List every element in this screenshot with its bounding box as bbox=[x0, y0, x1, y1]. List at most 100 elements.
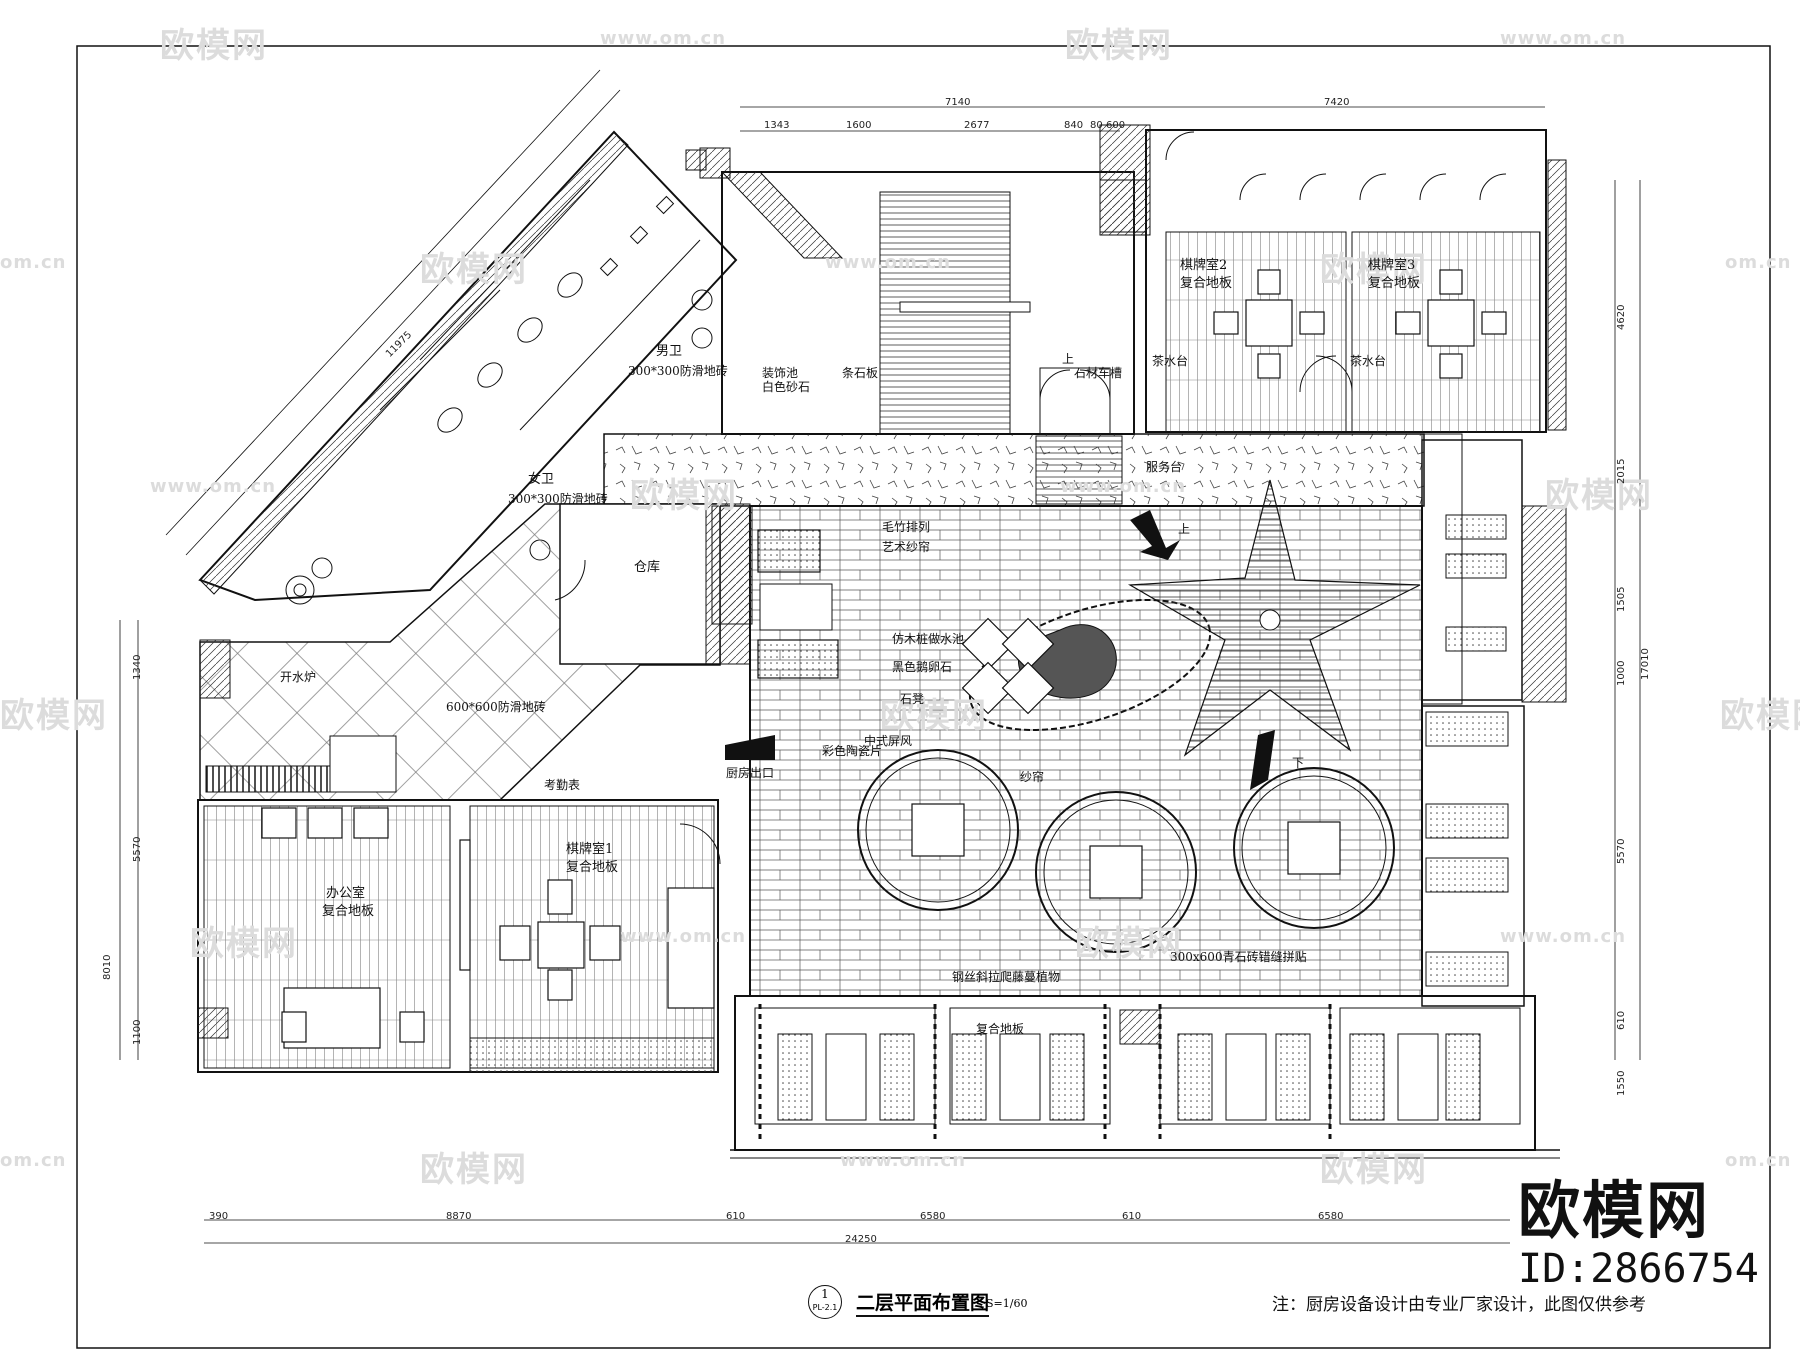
dim-top-segment: 80 bbox=[1090, 120, 1103, 131]
watermark-logo: 欧模网 bbox=[160, 26, 268, 66]
watermark-url: www.om.cn bbox=[1500, 28, 1627, 49]
watermark-url: www.om.cn bbox=[600, 28, 727, 49]
art-curtain-label: 艺术纱帘 bbox=[882, 540, 931, 554]
watermark-url: om.cn bbox=[1725, 252, 1792, 273]
bamboo-fence-label: 毛竹排列 bbox=[882, 520, 931, 534]
office-chess1 bbox=[197, 799, 721, 1073]
watermark-logo: 欧模网 bbox=[0, 696, 108, 736]
bottom-booths bbox=[730, 995, 1560, 1159]
dim-top-right-total: 7420 bbox=[1324, 97, 1350, 108]
brand-id: ID:2866754 bbox=[1518, 1246, 1759, 1292]
right-booths bbox=[1421, 439, 1567, 1007]
womens-wc-floor-label: 300*300防滑地砖 bbox=[508, 492, 608, 506]
dim-bottom-segment: 610 bbox=[1122, 1211, 1142, 1222]
tea-counter-label: 茶水台 bbox=[1152, 354, 1189, 368]
chess-room-1-label: 棋牌室1 bbox=[566, 842, 614, 857]
watermark-logo: 欧模网 bbox=[420, 1150, 528, 1190]
drawing-number-circle bbox=[808, 1285, 842, 1319]
dim-top-segment: 1600 bbox=[846, 120, 872, 131]
chess-room-2-label: 棋牌室2 bbox=[1180, 258, 1228, 273]
chess-room-3-floor-label: 复合地板 bbox=[1368, 276, 1421, 291]
dimension-lines bbox=[119, 69, 1641, 1244]
boiler-label: 开水炉 bbox=[280, 670, 317, 684]
dim-bottom-segment: 390 bbox=[209, 1211, 229, 1222]
watermark-url: www.om.cn bbox=[840, 1150, 967, 1171]
stone-rail-label: 石材车槽 bbox=[1074, 366, 1123, 380]
kitchen-exit-label: 厨房出口 bbox=[726, 766, 775, 780]
dim-left-segment: 1340 bbox=[132, 654, 143, 680]
dim-top-left-total: 7140 bbox=[945, 97, 971, 108]
storage-label: 仓库 bbox=[634, 560, 661, 575]
gravel-band bbox=[603, 433, 1463, 705]
watermark-logo: 欧模网 bbox=[1320, 1150, 1428, 1190]
watermark-url: www.om.cn bbox=[150, 476, 277, 497]
dim-right-segment: 4620 bbox=[1616, 304, 1627, 330]
dim-right-segment: 1505 bbox=[1616, 586, 1627, 612]
chess-room-3-label: 棋牌室3 bbox=[1368, 258, 1416, 273]
watermark-logo: 欧模网 bbox=[1075, 924, 1183, 964]
floor-pave-label: 300x600青石砖错缝拼贴 bbox=[1170, 950, 1307, 964]
watermark-url: om.cn bbox=[0, 1150, 67, 1171]
watermark-logo: 欧模网 bbox=[190, 924, 298, 964]
drawing-number: 1 bbox=[821, 1287, 829, 1301]
dim-right-segment: 1000 bbox=[1616, 660, 1627, 686]
womens-wc-label: 女卫 bbox=[528, 472, 555, 487]
black-stone-label: 黑色鹅卵石 bbox=[892, 660, 953, 674]
colored-tile-label: 彩色陶瓷片 bbox=[822, 744, 883, 758]
watermark-logo: 欧模网 bbox=[1320, 250, 1428, 290]
chinese-screen-label: 中式屏风 bbox=[864, 734, 913, 748]
up-label: 上 bbox=[1062, 352, 1075, 366]
entrance-hall bbox=[720, 124, 1151, 435]
dim-top-segment: 2677 bbox=[964, 120, 990, 131]
watermark-url: om.cn bbox=[1725, 1150, 1792, 1171]
watermark-url: www.om.cn bbox=[620, 926, 747, 947]
kitchen-floor-label: 600*600防滑地砖 bbox=[446, 700, 546, 714]
office-label: 办公室 bbox=[326, 886, 366, 901]
drawing-scale: S=1/60 bbox=[986, 1297, 1028, 1310]
attendance-board-label: 考勤表 bbox=[544, 778, 581, 792]
dim-right-segment: 2015 bbox=[1616, 458, 1627, 484]
drawing-code: PL-2.1 bbox=[812, 1303, 838, 1312]
dim-right-total: 17010 bbox=[1640, 648, 1651, 680]
dim-top-segment: 1343 bbox=[764, 120, 790, 131]
stone-slab-label: 条石板 bbox=[842, 366, 879, 380]
stone-seat-label: 石凳 bbox=[900, 692, 925, 706]
dim-top-segment: 840 bbox=[1064, 120, 1084, 131]
brand-logo: 欧模网 bbox=[1518, 1174, 1711, 1247]
watermark-url: www.om.cn bbox=[1060, 476, 1187, 497]
gauze-label: 纱帘 bbox=[1020, 770, 1045, 784]
dim-bottom-segment: 6580 bbox=[1318, 1211, 1344, 1222]
watermark-url: om.cn bbox=[0, 252, 67, 273]
dim-left-segment: 1100 bbox=[132, 1019, 143, 1045]
dim-right-segment: 610 bbox=[1616, 1010, 1627, 1030]
mens-wc-floor-label: 300*300防滑地砖 bbox=[628, 364, 728, 378]
decor-pool-label: 装饰池 bbox=[762, 366, 799, 380]
watermark-logo: 欧模网 bbox=[1065, 26, 1173, 66]
office-floor-label: 复合地板 bbox=[322, 904, 375, 919]
vine-support-label: 钢丝斜拉爬藤蔓植物 bbox=[952, 970, 1061, 984]
chess-rooms-top bbox=[1099, 129, 1567, 433]
chess-room-2-floor-label: 复合地板 bbox=[1180, 276, 1233, 291]
mens-wc-label: 男卫 bbox=[656, 344, 683, 359]
watermark-url: www.om.cn bbox=[825, 252, 952, 273]
watermark-logo: 欧模网 bbox=[1720, 696, 1800, 736]
dim-bottom-segment: 6580 bbox=[920, 1211, 946, 1222]
dim-left-total: 8010 bbox=[102, 954, 113, 980]
service-counter-label: 服务台 bbox=[1146, 460, 1183, 474]
dim-right-segment: 5570 bbox=[1616, 838, 1627, 864]
white-gravel-label: 白色砂石 bbox=[762, 380, 811, 394]
watermark-logo: 欧模网 bbox=[630, 476, 738, 516]
kitchen-area bbox=[199, 503, 751, 801]
dim-bottom-total: 24250 bbox=[845, 1234, 877, 1245]
drawing-note: 注：厨房设备设计由专业厂家设计，此图仅供参考 bbox=[1272, 1295, 1646, 1315]
composite-floor-label: 复合地板 bbox=[976, 1022, 1025, 1036]
watermark-logo: 欧模网 bbox=[1545, 476, 1653, 516]
dim-left-segment: 5570 bbox=[132, 836, 143, 862]
tea-counter-label: 茶水台 bbox=[1350, 354, 1387, 368]
drawing-title: 二层平面布置图 bbox=[856, 1288, 990, 1317]
dim-top-segment: 600 bbox=[1106, 120, 1126, 131]
watermark-logo: 欧模网 bbox=[880, 696, 988, 736]
main-hall bbox=[711, 479, 1423, 997]
chess-room-1-floor-label: 复合地板 bbox=[566, 860, 619, 875]
